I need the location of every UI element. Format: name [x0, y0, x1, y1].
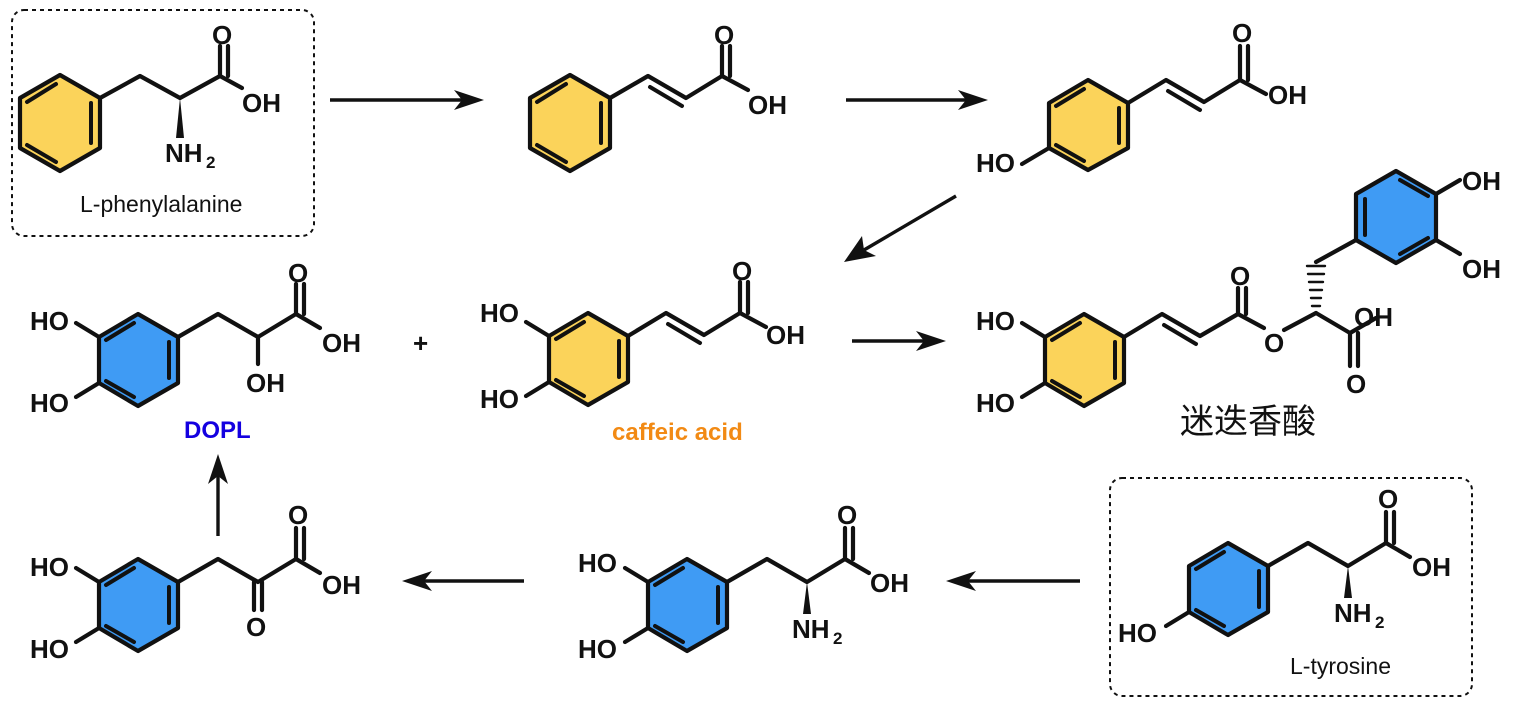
oxygen-label: O [212, 20, 232, 50]
hydroxyl-label: HO [30, 306, 69, 336]
oxygen-label: O [714, 20, 734, 50]
hydroxyl-label: OH [748, 90, 787, 120]
molecule-caffeic-acid: O OH HO HO caffeic acid [480, 256, 805, 446]
l-tyrosine-box [1109, 477, 1473, 697]
molecule-p-coumaric-acid: O OH HO [976, 18, 1307, 178]
molecule-dopl: O OH OH HO HO DOPL [30, 258, 361, 444]
molecule-rosmarinic-acid: HO HO O O OH OH OH [976, 166, 1501, 442]
amine-subscript: 2 [206, 153, 215, 172]
hashed-bond [1305, 264, 1327, 308]
hydroxyl-label: OH [322, 570, 361, 600]
hydroxyl-label: OH [1354, 302, 1393, 332]
oxygen-label: O [288, 500, 308, 530]
hydroxyl-label: HO [976, 388, 1015, 418]
hydroxyl-label: OH [242, 88, 281, 118]
molecule-l-tyrosine: HO NH 2 O OH L-tyrosine [1118, 484, 1451, 679]
hydroxyl-label: HO [976, 148, 1015, 178]
molecule-cinnamic-acid: O OH [527, 20, 787, 174]
amine-label: NH [792, 614, 830, 644]
hydroxyl-label: HO [976, 306, 1015, 336]
amine-label: NH [165, 138, 203, 168]
amine-subscript: 2 [1375, 613, 1384, 632]
oxygen-label: O [837, 500, 857, 530]
reaction-arrow [208, 454, 228, 536]
caffeic-acid-label: caffeic acid [612, 419, 743, 446]
molecule-dihydroxyphenylpyruvic-acid: HO HO O O OH [30, 500, 361, 664]
l-phenylalanine-box [11, 9, 315, 237]
hydroxyl-label: OH [1268, 80, 1307, 110]
hydroxyl-label: HO [578, 548, 617, 578]
amine-label: NH [1334, 598, 1372, 628]
oxygen-label: O [1378, 484, 1398, 514]
hydroxyl-label: OH [1462, 254, 1501, 284]
hydroxyl-label: OH [246, 368, 285, 398]
l-phenylalanine-label: L-phenylalanine [80, 191, 242, 217]
hydroxyl-label: HO [480, 384, 519, 414]
l-tyrosine-label: L-tyrosine [1290, 653, 1391, 679]
wedge-bond [176, 98, 184, 138]
hydroxyl-label: OH [870, 568, 909, 598]
oxygen-label: O [1232, 18, 1252, 48]
hydroxyl-label: HO [578, 634, 617, 664]
benzene-ring-yellow [17, 72, 103, 174]
plus-sign: + [413, 328, 428, 358]
amine-subscript: 2 [833, 629, 842, 648]
rosmarinic-acid-label: 迷迭香酸 [1180, 402, 1316, 442]
reaction-arrow [852, 331, 946, 351]
hydroxyl-label: HO [480, 298, 519, 328]
reaction-arrow [402, 571, 524, 591]
reaction-arrow [844, 194, 957, 262]
oxygen-label: O [1230, 261, 1250, 291]
hydroxyl-label: HO [30, 552, 69, 582]
dopl-label: DOPL [184, 417, 251, 444]
reaction-arrow [330, 90, 484, 110]
molecule-l-dopa: HO HO NH 2 O OH [578, 500, 909, 664]
reaction-arrow [846, 90, 988, 110]
oxygen-label: O [1346, 369, 1366, 399]
hydroxyl-label: OH [1462, 166, 1501, 196]
oxygen-label: O [288, 258, 308, 288]
oxygen-label: O [732, 256, 752, 286]
reaction-arrow [946, 571, 1080, 591]
hydroxyl-label: OH [1412, 552, 1451, 582]
ester-oxygen-label: O [1264, 328, 1284, 358]
hydroxyl-label: HO [30, 388, 69, 418]
molecule-l-phenylalanine: O OH NH 2 L-phenylalanine [17, 20, 281, 217]
hydroxyl-label: HO [30, 634, 69, 664]
hydroxyl-label: OH [766, 320, 805, 350]
hydroxyl-label: HO [1118, 618, 1157, 648]
ketone-oxygen-label: O [246, 612, 266, 642]
hydroxyl-label: OH [322, 328, 361, 358]
